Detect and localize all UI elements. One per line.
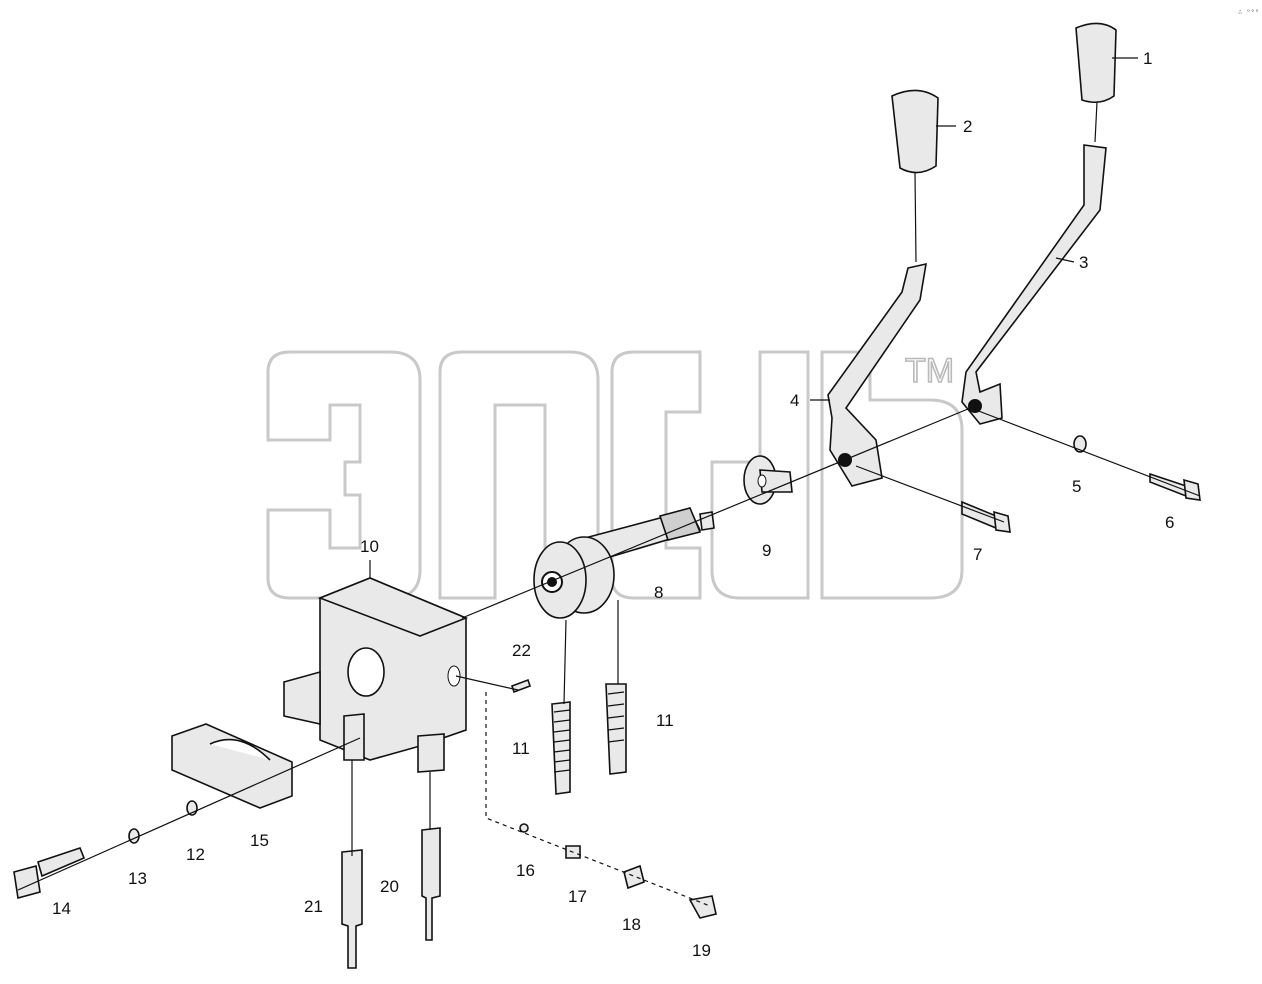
pin-22 xyxy=(510,678,532,694)
knob-1 xyxy=(1075,22,1117,143)
plug-19 xyxy=(688,895,717,919)
callout-11-right: 11 xyxy=(656,711,674,730)
callout-19: 19 xyxy=(692,941,711,960)
washer-9 xyxy=(743,455,793,505)
corner-mark: ∴ ᵒᵒᵒ xyxy=(1238,8,1259,16)
callout-9: 9 xyxy=(762,541,771,560)
callout-2: 2 xyxy=(963,117,972,136)
callout-3: 3 xyxy=(1079,253,1088,272)
knob-2 xyxy=(891,89,939,263)
pin-20 xyxy=(421,827,441,941)
callout-11-left: 11 xyxy=(512,739,530,758)
lever-3 xyxy=(961,144,1107,425)
callout-1: 1 xyxy=(1143,49,1152,68)
callout-18: 18 xyxy=(622,915,641,934)
clamp-15 xyxy=(171,723,293,809)
callout-13: 13 xyxy=(128,869,147,888)
spring-11-right xyxy=(605,683,627,775)
bolt-14 xyxy=(13,847,86,900)
ball-16 xyxy=(519,823,529,833)
callout-20: 20 xyxy=(380,877,399,896)
valve-body-10 xyxy=(283,560,469,773)
bolt-7 xyxy=(961,500,1011,533)
assembly-lines xyxy=(17,403,1201,907)
callout-7: 7 xyxy=(973,545,982,564)
callout-10: 10 xyxy=(360,537,379,556)
shaft-gear-8 xyxy=(533,507,715,619)
callout-6: 6 xyxy=(1165,513,1174,532)
callout-5: 5 xyxy=(1072,477,1081,496)
callout-8: 8 xyxy=(654,583,663,602)
callout-14: 14 xyxy=(52,899,71,918)
washer-5 xyxy=(1073,435,1087,453)
callout-leaders xyxy=(810,57,1138,401)
callouts: 1 2 3 4 5 6 7 8 9 10 11 11 12 13 14 15 1… xyxy=(52,49,1174,960)
lever-4 xyxy=(827,262,927,487)
callout-12: 12 xyxy=(186,845,205,864)
callout-4: 4 xyxy=(790,391,799,410)
watermark-logo: TM xyxy=(266,350,964,600)
callout-21: 21 xyxy=(304,897,323,916)
watermark-tm: TM xyxy=(905,352,954,390)
nut-18 xyxy=(623,864,645,890)
washer-13 xyxy=(128,828,140,844)
spring-11-left xyxy=(551,701,571,795)
callout-17: 17 xyxy=(568,887,587,906)
pin-21 xyxy=(341,849,363,969)
callout-15: 15 xyxy=(250,831,269,850)
callout-16: 16 xyxy=(516,861,535,880)
callout-22: 22 xyxy=(512,641,531,660)
